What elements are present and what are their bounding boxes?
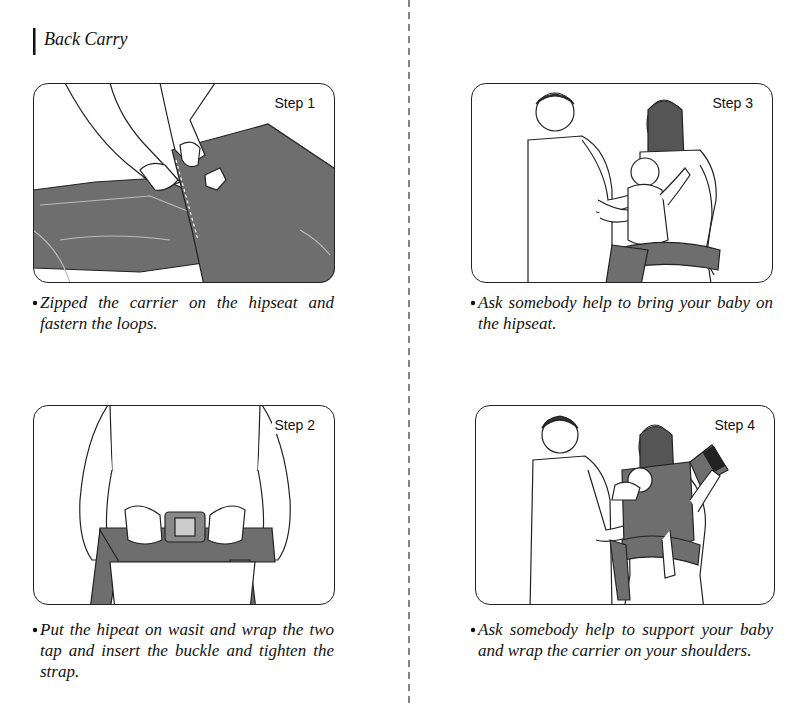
step-panel: Step 1 [33, 83, 335, 283]
page-title: Back Carry [44, 29, 127, 50]
step2-figure [80, 405, 291, 605]
step-panel: Step 3 [471, 83, 773, 283]
step-panel: Step 4 [475, 405, 775, 605]
step-caption: Ask somebody help to support your baby a… [478, 619, 773, 661]
step-caption: Put the hipeat on wasit and wrap the two… [40, 619, 334, 682]
step-panel: Step 2 [33, 405, 335, 605]
title-bar [33, 28, 36, 55]
step-label: Step 2 [272, 417, 318, 434]
step1-figure [33, 83, 335, 283]
step-caption: Ask somebody help to bring your baby on … [478, 292, 773, 334]
step-caption: Zipped the carrier on the hipseat and fa… [40, 292, 334, 334]
step-label: Step 3 [710, 95, 756, 112]
bullets [33, 301, 475, 632]
step4-figure [530, 416, 728, 605]
step-label: Step 4 [712, 417, 758, 434]
step3-figure [528, 93, 720, 283]
divider [408, 0, 409, 708]
step-label: Step 1 [272, 95, 318, 112]
